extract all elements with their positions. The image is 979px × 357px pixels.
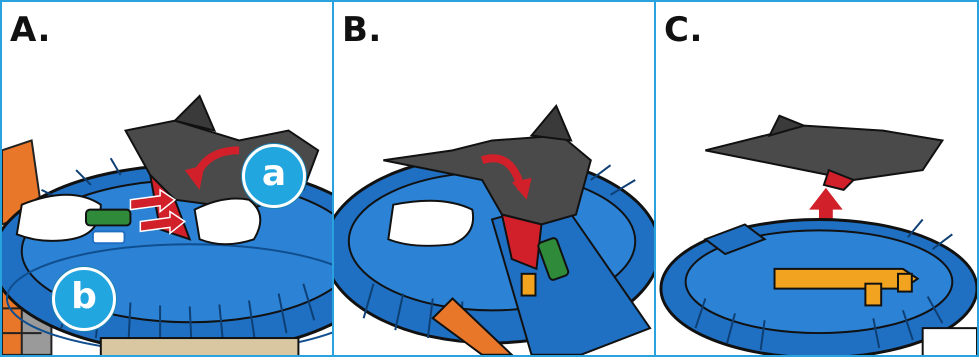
callout-b-badge: b <box>52 267 116 331</box>
step-panel-b: B. <box>332 0 656 357</box>
step-label-a: A. <box>10 12 51 48</box>
step-panel-a: A. <box>0 0 334 357</box>
step-label-c: C. <box>664 12 703 48</box>
hand <box>388 201 473 246</box>
toy-car <box>86 210 130 244</box>
step-label-b: B. <box>342 12 382 48</box>
step-panel-c: C. <box>654 0 979 357</box>
launcher-bar <box>775 269 918 289</box>
step-b-illustration <box>334 2 654 355</box>
callout-a-badge: a <box>242 144 306 208</box>
jet-vehicle <box>705 116 942 190</box>
yellow-peg <box>522 274 536 296</box>
step-c-illustration <box>656 2 977 355</box>
yellow-peg <box>865 284 881 306</box>
